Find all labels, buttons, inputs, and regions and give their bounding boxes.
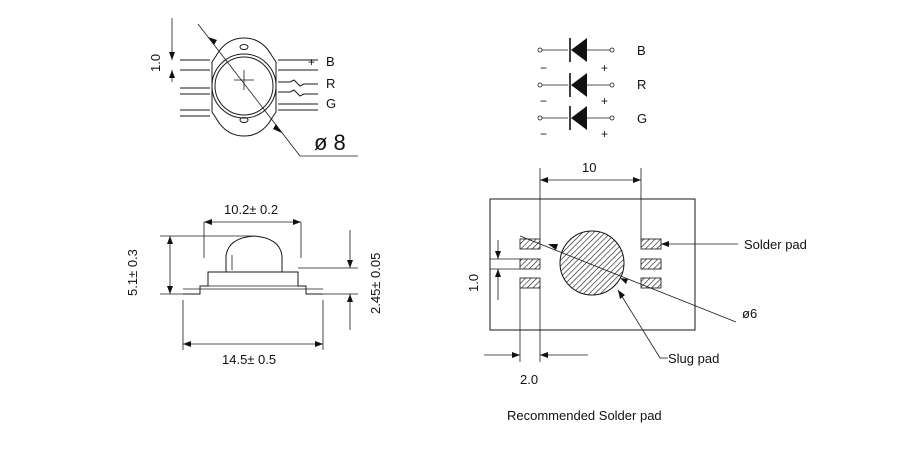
side-view-body [183,271,323,295]
plus-mark: + [308,55,315,69]
footprint-caption: Recommended Solder pad [507,408,662,423]
solder-pad [640,238,662,250]
top-view-leads [180,59,318,117]
solder-pad [519,258,541,270]
footprint: 10 1.0 2.0 ø6 Solder pad Slug pad Recomm… [466,160,807,423]
led-lens-inner [214,56,274,116]
pin-label-b: B [326,54,335,69]
side-view-dome [225,235,283,272]
height-label: 5.1± 0.3 [125,249,140,296]
solder-pad-label: Solder pad [744,237,807,252]
diode-minus-b: − [540,61,547,75]
diode-row-g: G − + [537,106,647,141]
diode-symbols: B − + R − + G − + [537,38,647,141]
diode-label-b: B [637,43,646,58]
diameter-label: ø 8 [314,130,346,155]
pin-label-r: R [326,76,335,91]
footprint-board [489,198,696,331]
diode-plus-g: + [601,127,608,141]
pad-width-label: 2.0 [520,372,538,387]
solder-pad [640,277,662,289]
diode-row-r: R − + [537,73,646,108]
solder-pad [519,277,541,289]
pad-spacing-label: 10 [582,160,596,175]
side-view: 10.2± 0.2 14.5± 0.5 5.1± 0.3 2.45± 0.05 [125,202,383,367]
pitch-label: 1.0 [148,54,163,72]
led-package-outline [211,37,277,137]
pin-label-g: G [326,96,336,111]
slug-pad-label: Slug pad [668,351,719,366]
top-view: ø 8 1.0 + B R G [148,18,358,157]
top-width-label: 10.2± 0.2 [224,202,278,217]
pad-pitch-label: 1.0 [466,274,481,292]
slug-pad [559,230,625,296]
diode-plus-b: + [601,61,608,75]
solder-pad [519,238,541,250]
solder-pad [640,258,662,270]
bottom-width-label: 14.5± 0.5 [222,352,276,367]
mounting-notch-top [239,44,249,50]
base-height-label: 2.45± 0.05 [368,253,383,314]
diode-plus-r: + [601,94,608,108]
diode-row-b: B − + [537,38,646,75]
slug-diameter-label: ø6 [742,306,757,321]
diode-label-g: G [637,111,647,126]
mounting-notch-bottom [239,117,249,123]
diode-minus-g: − [540,127,547,141]
diode-label-r: R [637,77,646,92]
diode-minus-r: − [540,94,547,108]
